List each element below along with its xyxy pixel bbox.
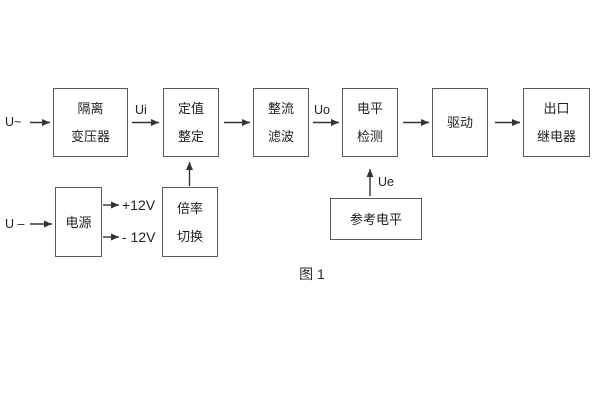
block-label: 驱动: [446, 115, 473, 130]
block-output-relay: 出口 继电器: [523, 88, 590, 157]
block-setting-adjust: 定值 整定: [163, 88, 219, 157]
label-plus12v: +12V: [122, 197, 156, 213]
label-uo: Uo: [314, 103, 330, 117]
block-label: 定值: [177, 101, 204, 116]
block-label: 隔离: [77, 101, 104, 116]
label-ue: Ue: [378, 175, 394, 189]
block-ratio-switch: 倍率 切换: [162, 187, 218, 257]
figure-caption: 图 1: [299, 266, 325, 282]
block-label: 继电器: [536, 129, 576, 144]
label-minus12v: - 12V: [122, 229, 156, 245]
block-label: 参考电平: [349, 211, 402, 227]
block-label: 出口: [543, 101, 570, 116]
block-isolation-transformer: 隔离 变压器: [53, 88, 128, 157]
label-ui: Ui: [135, 103, 147, 117]
block-rectifier-filter: 整流 滤波: [253, 88, 309, 157]
block-label: 整流: [267, 101, 294, 116]
block-label: 切换: [176, 228, 203, 244]
block-label: 电平: [356, 101, 383, 116]
block-label: 变压器: [70, 129, 110, 144]
block-level-detect: 电平 检测: [342, 88, 398, 157]
block-drive: 驱动: [432, 88, 488, 157]
block-label: 电源: [65, 214, 92, 230]
label-input-dc: U –: [5, 217, 25, 231]
block-label: 滤波: [267, 129, 294, 144]
label-input-ac: U~: [5, 115, 22, 129]
block-power-supply: 电源: [55, 187, 102, 257]
block-label: 整定: [177, 129, 204, 144]
block-label: 检测: [356, 129, 383, 144]
block-label: 倍率: [176, 200, 203, 216]
block-reference-level: 参考电平: [330, 198, 422, 240]
